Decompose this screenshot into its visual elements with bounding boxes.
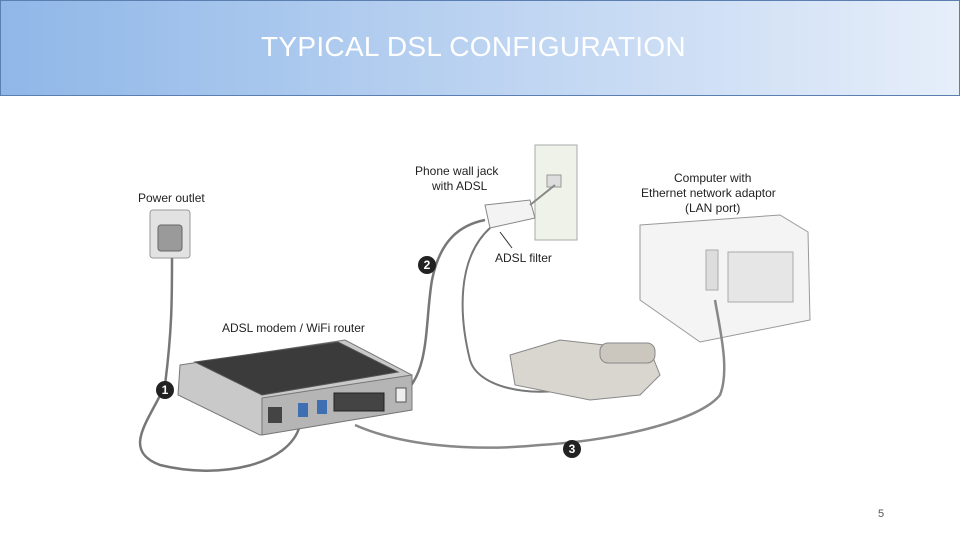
slide-header: TYPICAL DSL CONFIGURATION xyxy=(0,0,960,96)
computer-label-line3: (LAN port) xyxy=(685,201,740,215)
phone-wall-jack xyxy=(534,144,578,241)
phone-jack-label-line2: with ADSL xyxy=(431,179,488,193)
phone-line-cable xyxy=(404,218,486,393)
svg-text:2: 2 xyxy=(424,258,431,272)
power-outlet-label: Power outlet xyxy=(138,191,205,205)
power-outlet xyxy=(149,209,191,259)
svg-text:1: 1 xyxy=(162,383,169,397)
modem-label: ADSL modem / WiFi router xyxy=(222,321,365,335)
slide-title: TYPICAL DSL CONFIGURATION xyxy=(261,31,686,62)
computer-label-line2: Ethernet network adaptor xyxy=(641,186,776,200)
callout-3: 3 xyxy=(563,440,581,458)
computer-label-line1: Computer with xyxy=(674,171,751,185)
ethernet-cable xyxy=(354,299,726,449)
callout-1: 1 xyxy=(156,381,174,399)
adsl-filter-label: ADSL filter xyxy=(495,251,552,265)
svg-text:3: 3 xyxy=(569,442,576,456)
callout-2: 2 xyxy=(418,256,436,274)
adsl-modem-router xyxy=(177,339,413,436)
page-number: 5 xyxy=(878,508,885,520)
telephone xyxy=(509,339,661,401)
dsl-diagram: Power outlet Phone wall jack with ADSL A… xyxy=(138,144,811,472)
power-cable xyxy=(138,257,302,472)
phone-jack-label-line1: Phone wall jack xyxy=(415,164,499,178)
computer xyxy=(639,214,811,343)
adsl-filter xyxy=(484,184,556,249)
